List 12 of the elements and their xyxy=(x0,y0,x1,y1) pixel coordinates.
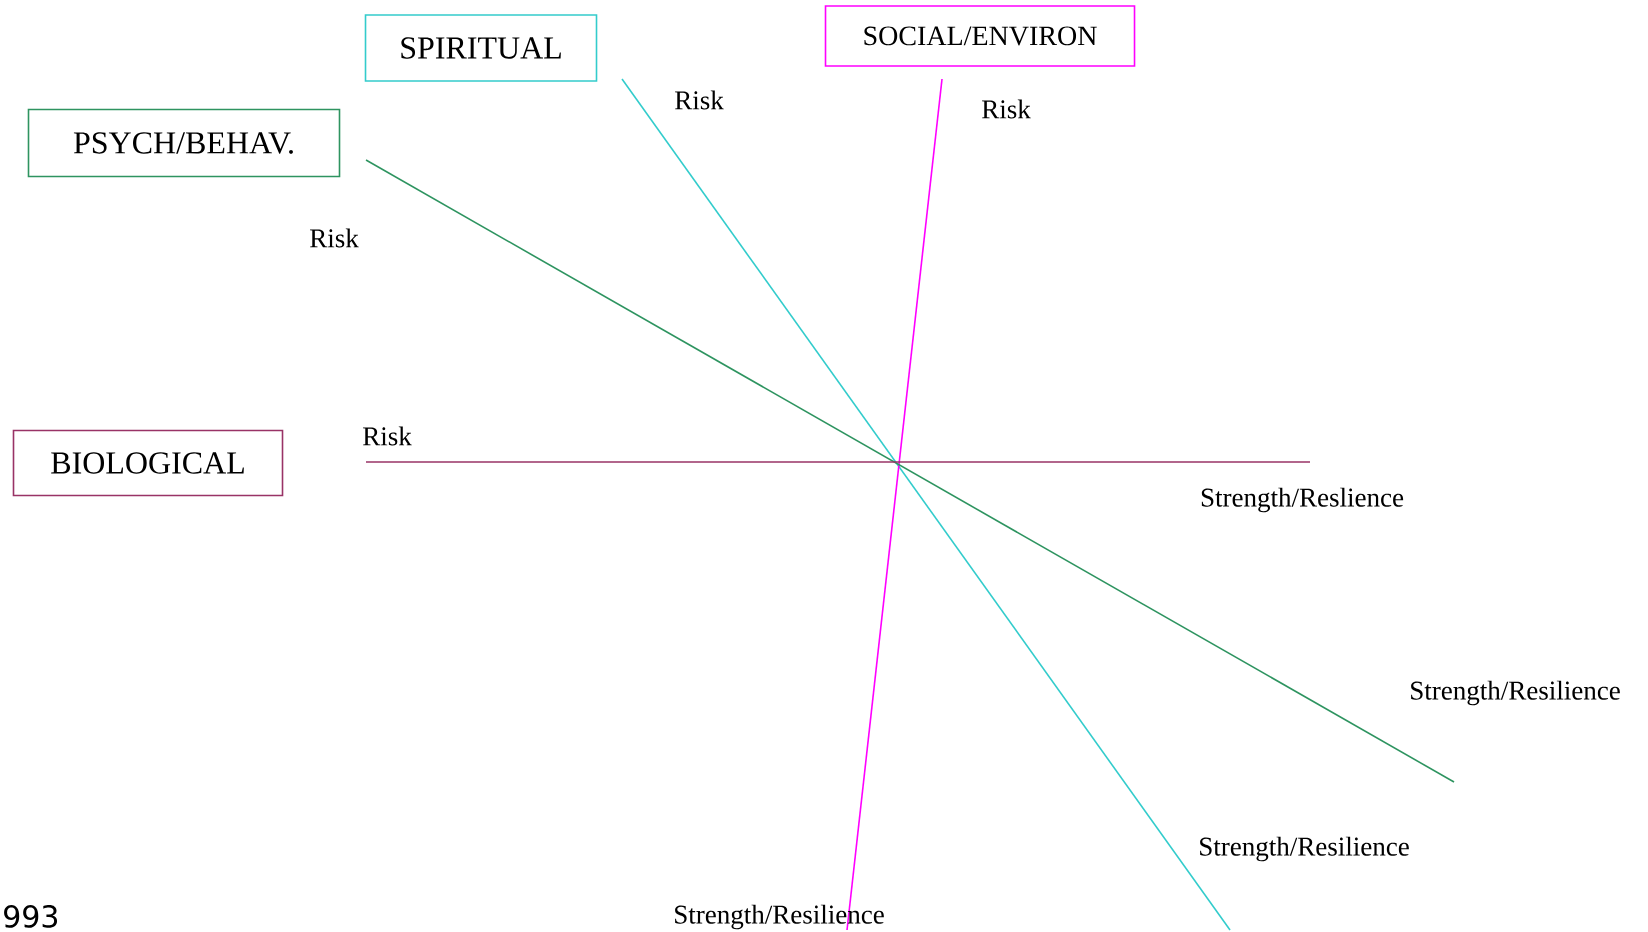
category-box: SPIRITUAL xyxy=(364,14,598,82)
axis-label: Strength/Resilience xyxy=(1200,836,1409,862)
axis-label: Strength/Resilience xyxy=(1411,680,1620,706)
category-box: SOCIAL/ENVIRON xyxy=(824,5,1136,67)
axis-label: Risk xyxy=(982,99,1031,119)
page-number: 993 xyxy=(4,905,58,928)
axis-label: Risk xyxy=(675,90,724,110)
category-box: PSYCH/BEHAV. xyxy=(27,108,341,178)
axis-label: Strength/Reslience xyxy=(1201,487,1404,513)
axis-label: Risk xyxy=(363,426,412,446)
category-box: BIOLOGICAL xyxy=(12,429,284,497)
axis-label: Risk xyxy=(310,228,359,248)
